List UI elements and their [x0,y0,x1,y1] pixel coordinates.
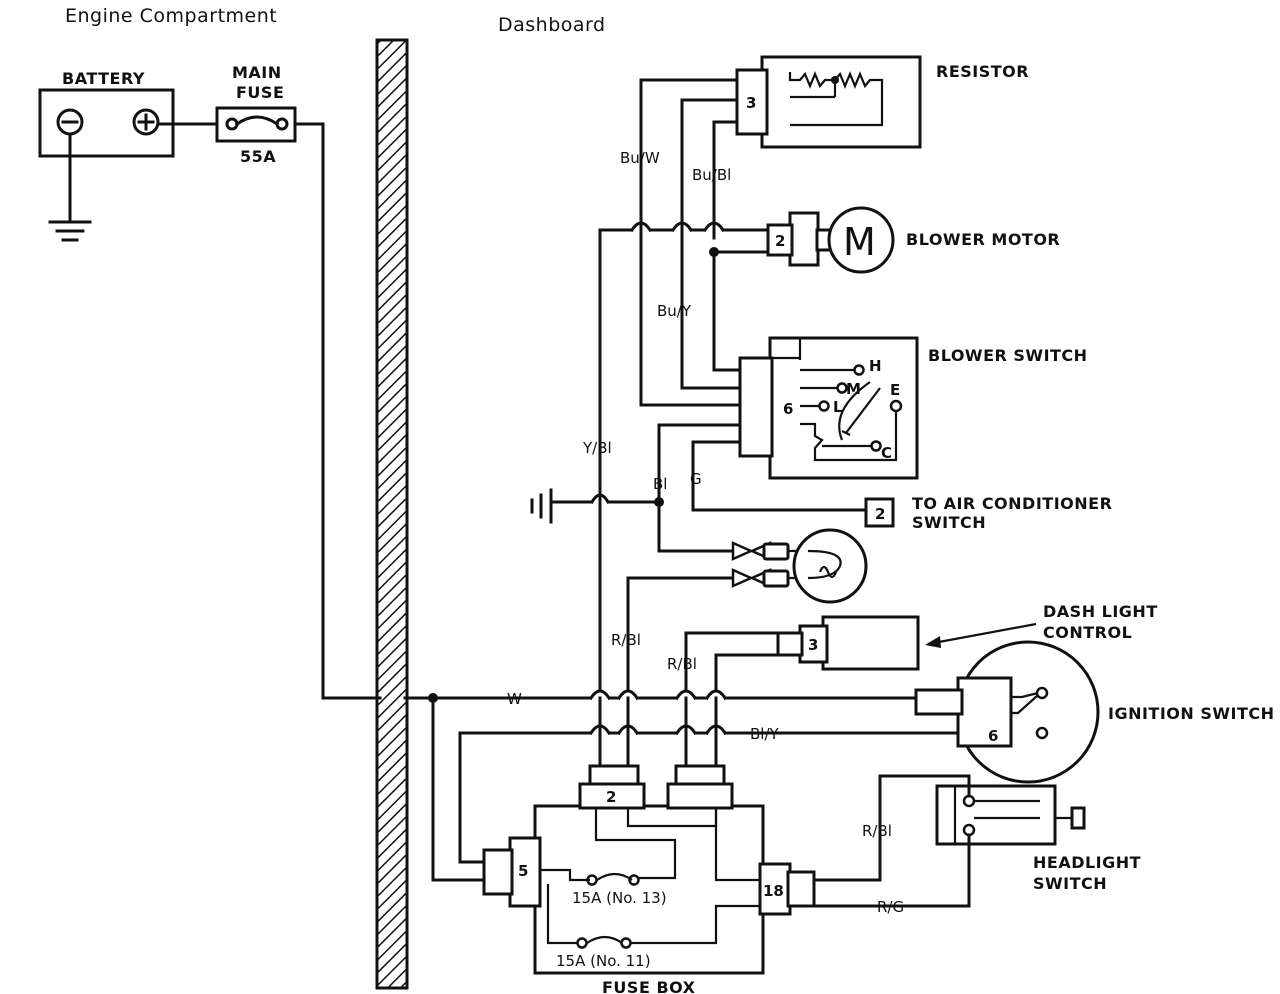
wire-label-bl-y: Bl/Y [750,725,780,743]
dash-light-control: DASH LIGHT CONTROL 3 [776,602,1158,671]
ac-switch-label: TO AIR CONDITIONER [912,494,1112,513]
fuse-11-label: 15A (No. 11) [556,952,651,970]
ac-switch: 2 TO AIR CONDITIONER SWITCH [864,494,1112,532]
switch-position-h: H [869,357,882,375]
fusebox-left-connector-number: 5 [518,862,528,880]
ac-connector-number: 2 [875,505,885,523]
fusebox-top-connector-number: 2 [606,788,616,806]
dash-light-connector-number: 3 [808,636,818,654]
ignition-label: IGNITION SWITCH [1108,704,1275,723]
wire-label-w: W [507,690,522,708]
battery: BATTERY [38,69,175,242]
resistor-label: RESISTOR [936,62,1029,81]
wire-label-bu-y: Bu/Y [657,302,692,320]
blower-switch: BLOWER SWITCH 6 H M L E C [738,336,1088,480]
fuse-box: FUSE BOX 2 5 18 15A (No. 13) 15A (No. 11… [482,764,816,994]
fusebox-right-connector-number: 18 [763,882,784,900]
ignition-switch: IGNITION SWITCH 6 [914,640,1275,784]
wire-label-r-g: R/G [877,898,904,916]
main-fuse: MAIN FUSE 55A [215,63,297,166]
dash-light-label: DASH LIGHT [1043,602,1158,621]
motor-glyph: M [843,220,876,264]
blower-motor-label: BLOWER MOTOR [906,230,1060,249]
fuse-13-label: 15A (No. 13) [572,889,667,907]
wire-label-r-bl-2: R/Bl [667,655,697,673]
wire-label-bu-bl: Bu/Bl [692,166,731,184]
battery-label: BATTERY [62,69,145,88]
dashboard-label: Dashboard [498,14,606,36]
blower-motor: BLOWER MOTOR 2 M [766,206,1060,274]
resistor-connector-number: 3 [746,94,756,112]
switch-position-l: L [833,398,843,416]
ground-symbol [530,488,553,524]
blower-switch-connector-number: 6 [783,400,793,418]
dash-light-bulb [626,500,868,700]
ignition-connector-number: 6 [988,727,998,745]
blower-switch-label: BLOWER SWITCH [928,346,1088,365]
headlight-switch: HEADLIGHT SWITCH [935,784,1141,893]
wire-label-y-bl: Y/Bl [582,439,612,457]
switch-position-e: E [890,381,900,399]
main-fuse-label-2: FUSE [236,83,284,102]
wire-label-bl: Bl [653,475,667,493]
headlight-label-2: SWITCH [1033,874,1107,893]
switch-position-c: C [881,444,892,462]
dash-light-label-2: CONTROL [1043,623,1132,642]
wire-label-r-bl-3: R/Bl [862,822,892,840]
wire-label-r-bl-1: R/Bl [611,631,641,649]
wire-label-bu-w: Bu/W [620,149,660,167]
firewall [375,38,409,990]
motor-connector-number: 2 [775,232,785,250]
engine-compartment-label: Engine Compartment [65,5,277,27]
resistor: RESISTOR 3 [735,55,1029,149]
fuse-box-label: FUSE BOX [602,978,696,994]
ac-switch-label-2: SWITCH [912,513,986,532]
main-fuse-rating: 55A [240,147,276,166]
wire-label-g: G [690,470,702,488]
main-fuse-label: MAIN [232,63,282,82]
headlight-label: HEADLIGHT [1033,853,1141,872]
